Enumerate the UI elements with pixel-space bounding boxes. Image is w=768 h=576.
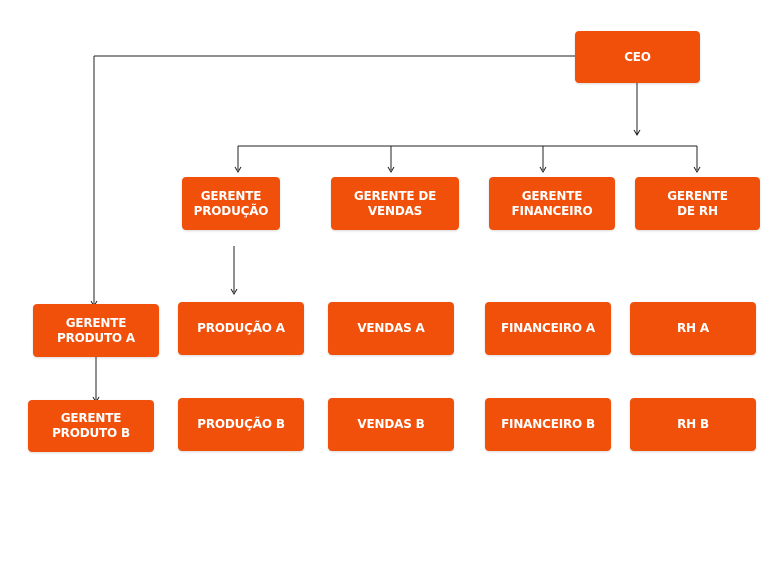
node-producao-a: PRODUÇÃO A [178, 302, 304, 355]
node-gerente-financeiro: GERENTE FINANCEIRO [489, 177, 615, 230]
arrowhead-ceo [633, 129, 641, 136]
node-gerente-rh: GERENTE DE RH [635, 177, 760, 230]
node-producao-b: PRODUÇÃO B [178, 398, 304, 451]
arrowhead-rh [693, 166, 701, 173]
node-ceo: CEO [575, 31, 700, 83]
node-gerente-producao: GERENTE PRODUÇÃO [182, 177, 280, 230]
node-gerente-produto-a: GERENTE PRODUTO A [33, 304, 159, 357]
node-gerente-produto-b: GERENTE PRODUTO B [28, 400, 154, 452]
node-gerente-vendas: GERENTE DE VENDAS [331, 177, 459, 230]
node-financeiro-a: FINANCEIRO A [485, 302, 611, 355]
arrowhead-producao-a [230, 288, 238, 295]
node-rh-a: RH A [630, 302, 756, 355]
arrowhead-vendas [387, 166, 395, 173]
node-rh-b: RH B [630, 398, 756, 451]
arrowhead-producao [234, 166, 242, 173]
arrowhead-financeiro [539, 166, 547, 173]
node-vendas-a: VENDAS A [328, 302, 454, 355]
node-financeiro-b: FINANCEIRO B [485, 398, 611, 451]
node-vendas-b: VENDAS B [328, 398, 454, 451]
